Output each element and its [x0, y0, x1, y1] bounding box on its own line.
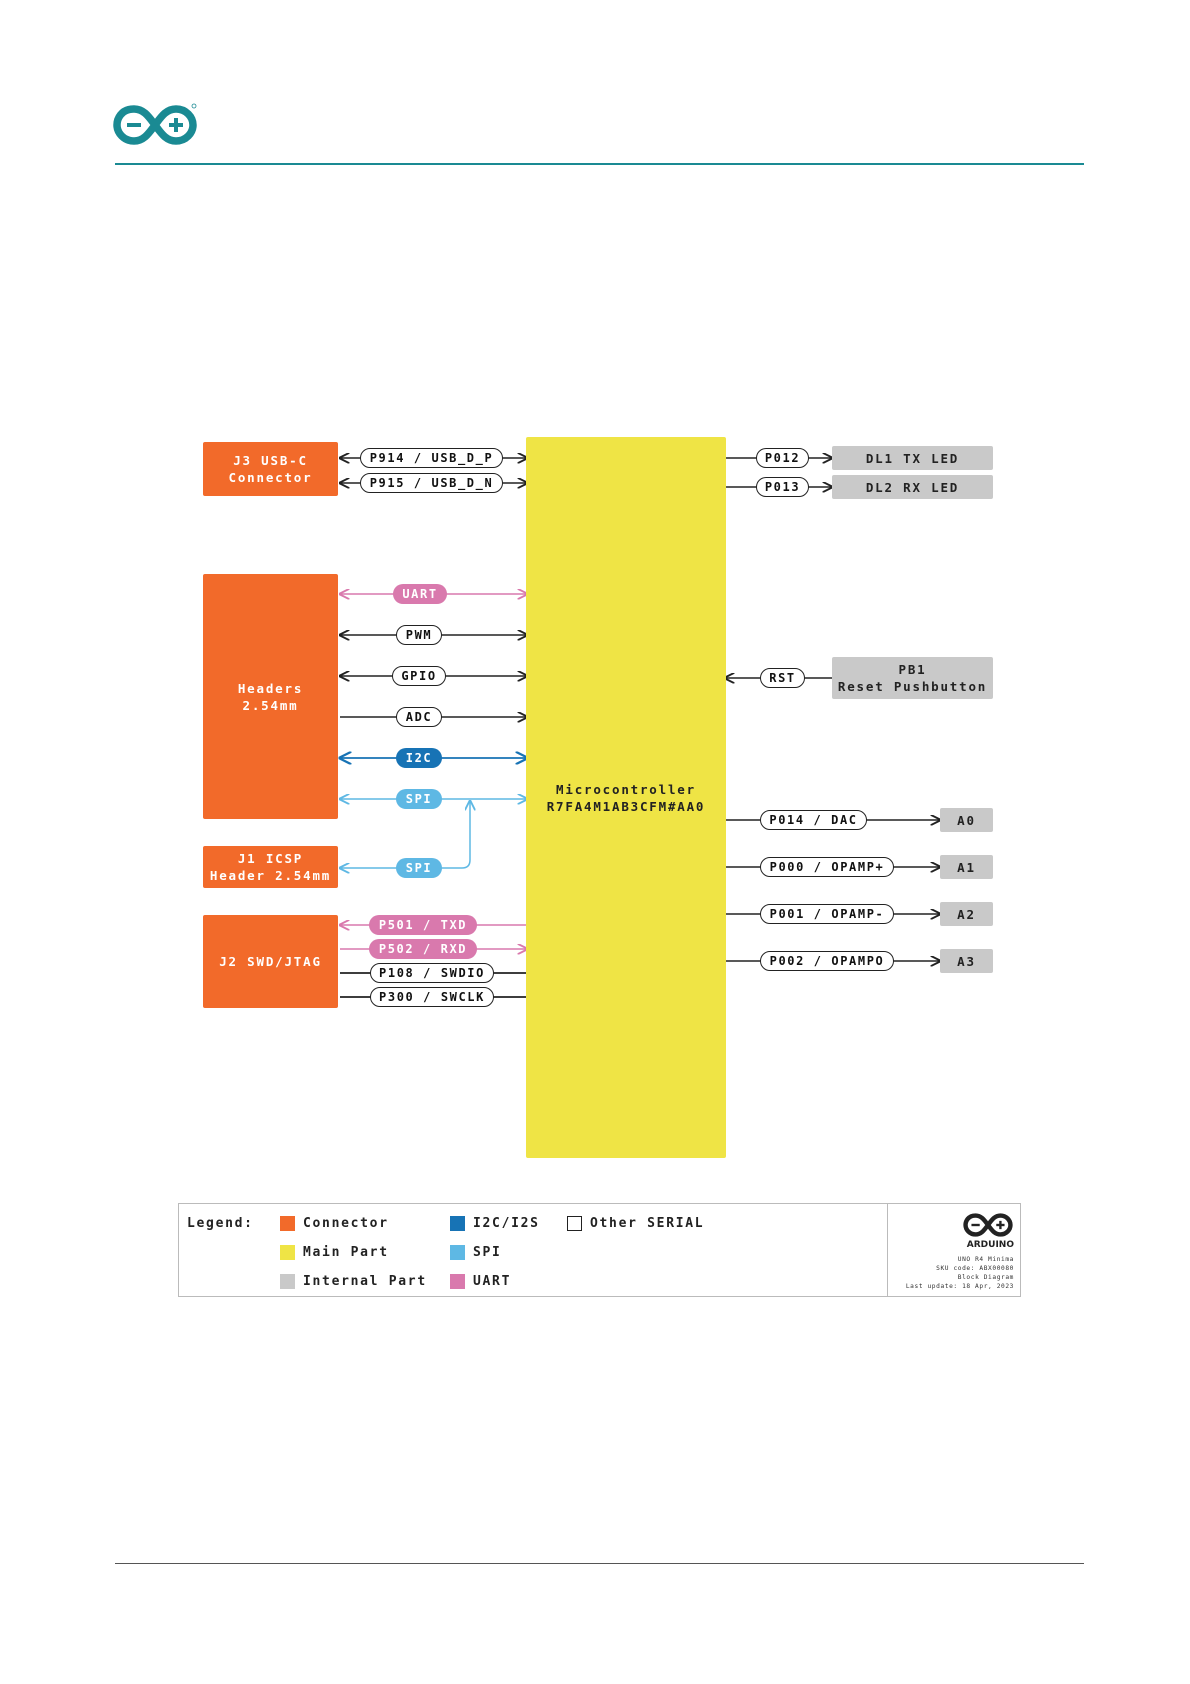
arduino-stamp-logo-icon [963, 1213, 1013, 1237]
legend-i2c-swatch [450, 1216, 465, 1231]
signal-adc: ADC [396, 707, 442, 727]
signal-pwm: PWM [396, 625, 442, 645]
arduino-logo-icon [113, 103, 197, 145]
legend-connector-swatch [280, 1216, 295, 1231]
signal-i2c: I2C [396, 748, 442, 768]
wire-spi-icsp [340, 801, 470, 868]
signal-swdio: P108 / SWDIO [370, 963, 494, 983]
stamp-last-update: Last update: 18 Apr, 2023 [905, 1283, 1014, 1290]
headers-block: Headers 2.54mm [203, 574, 338, 819]
signal-spi-icsp: SPI [396, 858, 442, 878]
signal-p013: P013 [756, 477, 809, 497]
legend-main-part-label: Main Part [303, 1245, 389, 1260]
j1-icsp-header-block: J1 ICSP Header 2.54mm [203, 846, 338, 888]
legend-other-serial-swatch [567, 1216, 582, 1231]
legend-internal-part-swatch [280, 1274, 295, 1289]
pb1-reset-pushbutton-block: PB1 Reset Pushbutton [832, 657, 993, 699]
stamp-doc-type: Block Diagram [957, 1274, 1014, 1281]
legend-spi-label: SPI [473, 1245, 502, 1260]
signal-rst: RST [760, 668, 805, 688]
a3-block: A3 [940, 949, 993, 973]
legend-other-serial-label: Other SERIAL [590, 1216, 705, 1231]
signal-dac: P014 / DAC [760, 810, 867, 830]
signal-opamp-minus: P001 / OPAMP- [760, 904, 894, 924]
signal-opamp-out: P002 / OPAMPO [760, 951, 894, 971]
j2-swd-jtag-block: J2 SWD/JTAG [203, 915, 338, 1008]
stamp-product: UNO R4 Minima [957, 1256, 1014, 1263]
header-rule [115, 163, 1084, 165]
signal-txd: P501 / TXD [369, 915, 477, 935]
legend-i2c-label: I2C/I2S [473, 1216, 540, 1231]
signal-swclk: P300 / SWCLK [370, 987, 494, 1007]
signal-uart: UART [393, 584, 447, 604]
signal-opamp-plus: P000 / OPAMP+ [760, 857, 894, 877]
signal-gpio: GPIO [392, 666, 446, 686]
signal-usb-d-n: P915 / USB_D_N [360, 473, 503, 493]
a1-block: A1 [940, 855, 993, 879]
legend-spi-swatch [450, 1245, 465, 1260]
legend-main-part-swatch [280, 1245, 295, 1260]
signal-rxd: P502 / RXD [369, 939, 477, 959]
signal-spi: SPI [396, 789, 442, 809]
a0-block: A0 [940, 808, 993, 832]
microcontroller-block: Microcontroller R7FA4M1AB3CFM#AA0 [526, 437, 726, 1158]
a2-block: A2 [940, 902, 993, 926]
legend-uart-label: UART [473, 1274, 512, 1289]
stamp-brand: ARDUINO [966, 1240, 1014, 1250]
legend-title: Legend: [187, 1216, 254, 1231]
legend-internal-part-label: Internal Part [303, 1274, 427, 1289]
legend-connector-label: Connector [303, 1216, 389, 1231]
footer-rule [115, 1563, 1084, 1564]
j3-usb-c-connector-block: J3 USB-C Connector [203, 442, 338, 496]
dl1-tx-led-block: DL1 TX LED [832, 446, 993, 470]
signal-p012: P012 [756, 448, 809, 468]
signal-usb-d-p: P914 / USB_D_P [360, 448, 503, 468]
dl2-rx-led-block: DL2 RX LED [832, 475, 993, 499]
legend-uart-swatch [450, 1274, 465, 1289]
stamp-sku: SKU code: ABX00080 [936, 1265, 1014, 1272]
legend-box: Legend: Connector Main Part Internal Par… [178, 1203, 1021, 1297]
title-stamp: ARDUINO UNO R4 Minima SKU code: ABX00080… [887, 1204, 1022, 1296]
